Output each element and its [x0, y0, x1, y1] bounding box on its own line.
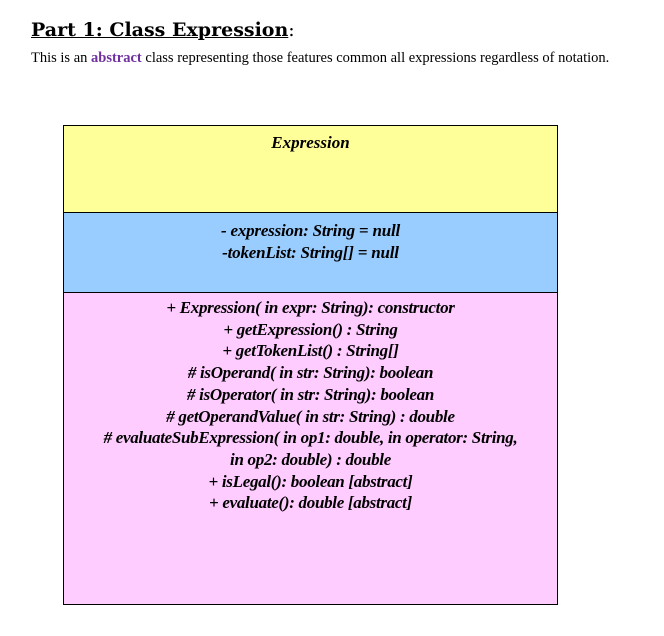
class-name: Expression [271, 133, 350, 152]
attribute-line: - expression: String = null [220, 221, 401, 240]
intro-text-before: This is an [31, 50, 92, 66]
class-name-compartment: Expression [64, 126, 557, 213]
section-heading: Part 1: Class Expression: [31, 19, 295, 41]
operation-line: + evaluate(): double [abstract] [209, 493, 412, 513]
operation-line: # getOperandValue( in str: String) : dou… [166, 406, 455, 426]
operation-line: + getTokenList() : String[] [222, 341, 399, 361]
operation-line: + isLegal(): boolean [abstract] [208, 471, 413, 491]
operation-line: # evaluateSubExpression( in op1: double,… [103, 428, 518, 448]
section-title: Part 1: Class Expression [31, 19, 289, 41]
intro-paragraph: This is an abstract class representing t… [31, 49, 611, 68]
heading-colon: : [288, 19, 295, 41]
operation-line: in op2: double) : double [230, 449, 391, 469]
attributes-compartment: - expression: String = null -tokenList: … [64, 213, 557, 293]
operation-line: # isOperand( in str: String): boolean [187, 363, 434, 383]
abstract-keyword: abstract [91, 50, 142, 66]
operation-line: + getExpression() : String [223, 319, 398, 339]
operation-line: # isOperator( in str: String): boolean [187, 384, 434, 404]
operations-compartment: + Expression( in expr: String): construc… [64, 293, 557, 604]
operation-line: + Expression( in expr: String): construc… [166, 298, 455, 317]
uml-class-diagram: Expression - expression: String = null -… [63, 125, 558, 605]
attribute-line: -tokenList: String[] = null [222, 243, 399, 262]
intro-text-after: class representing those features common… [141, 50, 610, 66]
